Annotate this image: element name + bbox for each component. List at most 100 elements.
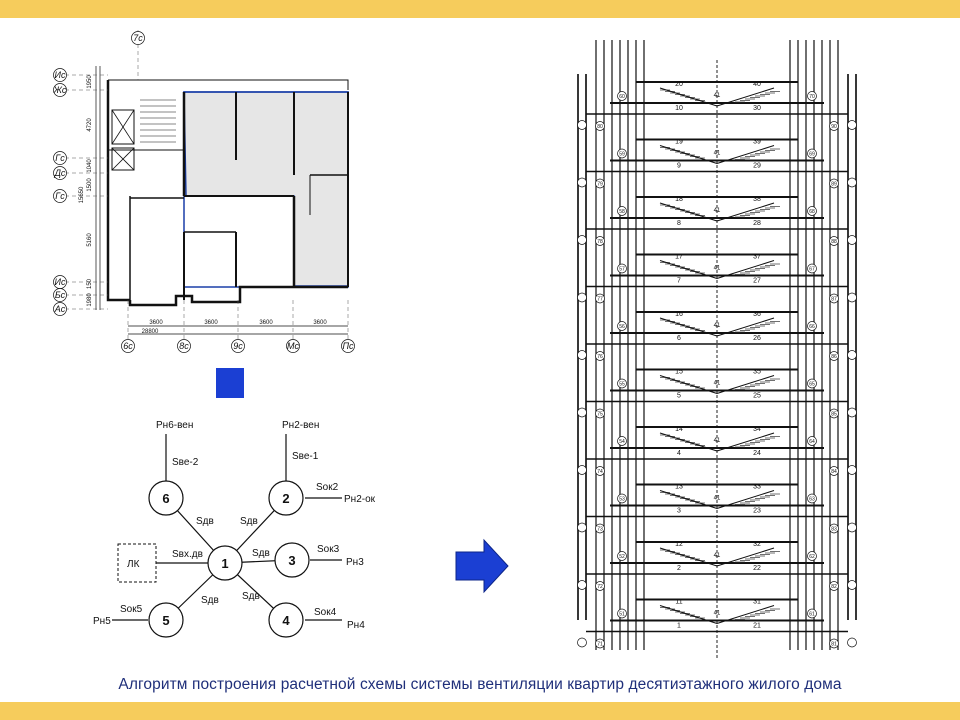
floor-number-left: 12 <box>675 541 683 548</box>
scheme-node-label: 87 <box>831 297 837 303</box>
node-4 <box>268 602 304 638</box>
scheme-node-label: 66 <box>809 324 815 330</box>
floor-number-right: 32 <box>753 541 761 548</box>
label-rn2-ok: Рн2-ок <box>344 494 376 505</box>
scheme-node <box>595 408 605 419</box>
scheme-node-label: 62 <box>809 554 815 560</box>
scheme-node <box>617 436 627 446</box>
floor-number-center-left: 8 <box>677 220 681 227</box>
scheme-node <box>595 121 605 131</box>
center-node-label: 41 <box>714 381 721 387</box>
outer-node <box>847 292 857 303</box>
floor-number-lower-right: 22 <box>753 565 761 572</box>
floor-number-center-left: 4 <box>677 450 681 457</box>
floor-number-lower-right: 27 <box>753 278 761 285</box>
floor-number-right: 38 <box>753 196 761 203</box>
scheme-node-label: 63 <box>809 497 815 503</box>
axis-label: Ас <box>54 304 66 314</box>
scheme-node-label: 59 <box>619 152 625 158</box>
scheme-node-label: 64 <box>809 439 815 445</box>
scheme-node-label: 51 <box>619 612 625 618</box>
node-5 <box>148 602 184 638</box>
label-sok3: Sок3 <box>317 544 340 555</box>
scheme-node-label: 61 <box>809 612 815 618</box>
label-sok5: Sок5 <box>120 604 143 615</box>
floor-number-lower-right: 30 <box>753 105 761 112</box>
scheme-node-label: 57 <box>619 267 625 273</box>
scheme-node <box>807 91 817 101</box>
floor-number-lower-right: 24 <box>753 450 761 457</box>
center-node-label: 41 <box>714 151 721 157</box>
blue-marker-square <box>216 368 244 398</box>
floor-number-right: 39 <box>753 139 761 146</box>
outer-node <box>847 120 857 130</box>
slope-line <box>659 260 718 279</box>
scheme-node <box>829 638 839 649</box>
floor-number-right: 40 <box>753 81 761 88</box>
label-rn2-ven: Рн2-вен <box>282 420 319 431</box>
outer-node <box>577 120 587 130</box>
slope-line <box>659 432 718 452</box>
span-dimension: 3600 <box>313 320 327 326</box>
floor-number-center-left: 6 <box>677 335 681 342</box>
scheme-node-label: 75 <box>597 412 603 418</box>
outer-node <box>577 522 587 533</box>
node-3 <box>274 542 310 578</box>
floor-number-right: 34 <box>753 426 761 433</box>
vertical-dimension: 5160 <box>87 233 93 247</box>
scheme-node <box>595 293 605 304</box>
axis-label: Жс <box>53 85 67 95</box>
label-rn5: Рн5 <box>93 616 111 627</box>
slope-line <box>659 375 718 394</box>
scheme-node-label: 71 <box>597 642 603 648</box>
scheme-node-label: 83 <box>831 527 837 533</box>
outer-node <box>847 177 857 188</box>
total-dimension: 28800 <box>142 329 159 335</box>
scheme-node <box>595 236 605 246</box>
label-sok4: Sок4 <box>314 607 337 618</box>
scheme-node-label: 81 <box>831 642 837 648</box>
scheme-node <box>829 466 839 476</box>
slope-line <box>659 87 718 107</box>
floor-number-left: 19 <box>675 139 683 146</box>
outer-node <box>847 350 857 360</box>
center-node-label: 41 <box>714 611 721 617</box>
label-rn3: Рн3 <box>346 557 364 568</box>
node-6 <box>148 480 184 516</box>
vertical-dimension: 1980 <box>87 293 93 307</box>
right-arrow-icon <box>455 538 509 594</box>
scheme-node <box>595 523 605 534</box>
axis-label: Дс <box>54 168 66 178</box>
scheme-node-label: 67 <box>809 267 815 273</box>
scheme-node <box>829 523 839 534</box>
scheme-node <box>617 263 627 274</box>
lk-label: ЛК <box>127 559 140 570</box>
scheme-node-label: 82 <box>831 584 837 590</box>
center-node-label: 41 <box>714 496 721 502</box>
label-sdv-5-1: Sдв <box>201 595 219 606</box>
outer-node <box>577 292 587 303</box>
scheme-node <box>807 263 817 274</box>
slope-line <box>716 547 775 567</box>
scheme-node <box>595 351 605 361</box>
scheme-node <box>807 608 817 619</box>
floor-number-right: 33 <box>753 484 761 491</box>
scheme-node <box>617 378 627 389</box>
center-node-label: 41 <box>714 208 721 214</box>
floor-number-lower-right: 29 <box>753 163 761 170</box>
scheme-node <box>807 493 817 504</box>
floor-number-right: 37 <box>753 254 761 261</box>
node-1 <box>207 545 243 581</box>
outer-node <box>577 235 587 245</box>
scheme-node <box>807 551 817 561</box>
scheme-node-label: 68 <box>809 209 815 215</box>
outer-node <box>847 465 857 475</box>
scheme-node <box>595 466 605 476</box>
outer-node <box>847 235 857 245</box>
node-6-label: 6 <box>162 491 169 506</box>
scheme-node-label: 85 <box>831 412 837 418</box>
outer-node <box>847 407 857 418</box>
outer-node <box>577 407 587 418</box>
scheme-node <box>807 436 817 446</box>
